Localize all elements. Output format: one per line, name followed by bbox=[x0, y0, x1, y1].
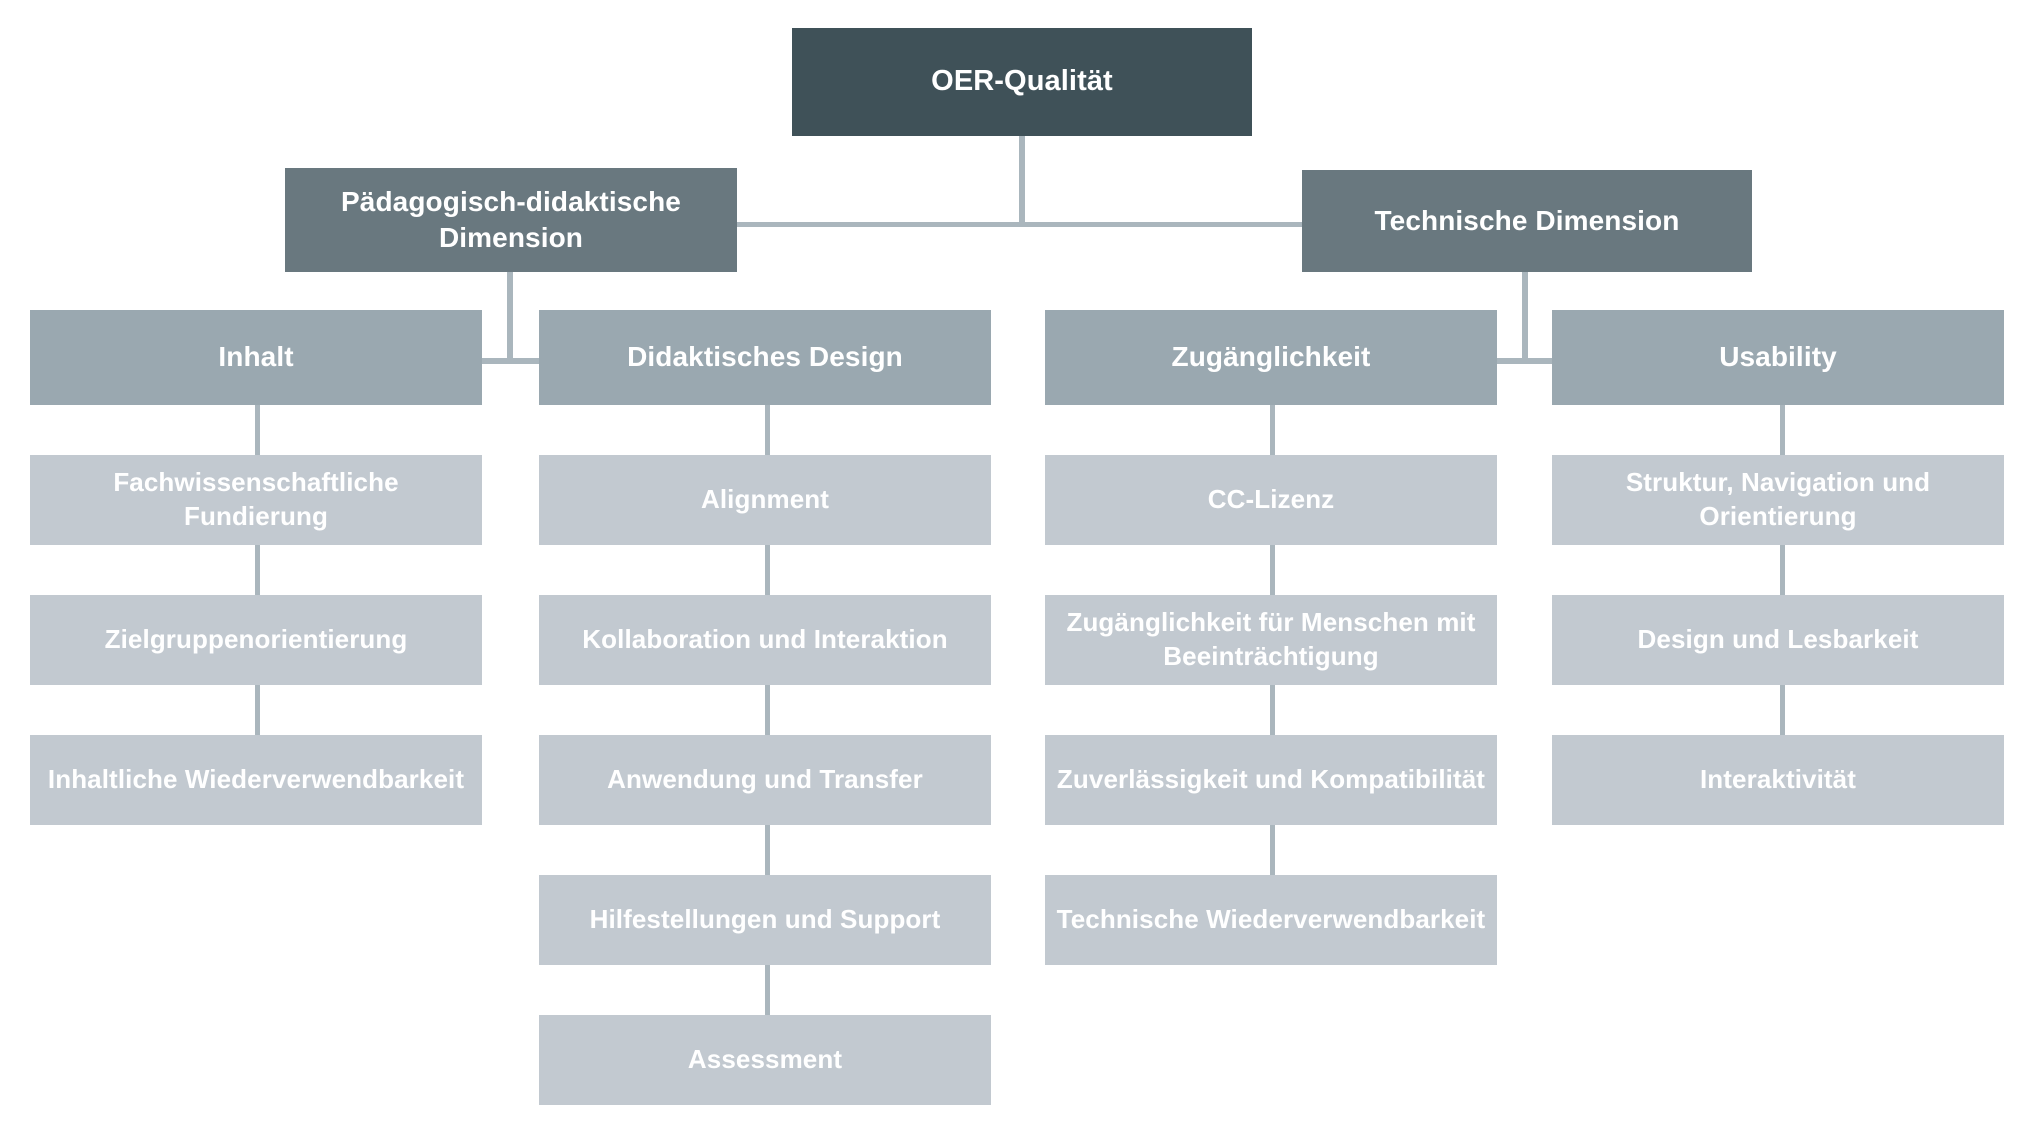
node-category-didaktisches-design[interactable]: Didaktisches Design bbox=[539, 310, 991, 405]
node-leaf-kollaboration-und-interaktion[interactable]: Kollaboration und Interaktion bbox=[539, 595, 991, 685]
node-category-zugaenglichkeit[interactable]: Zugänglichkeit bbox=[1045, 310, 1497, 405]
node-category-usability[interactable]: Usability bbox=[1552, 310, 2004, 405]
connector-col1-3 bbox=[255, 685, 260, 735]
connector-col2-2 bbox=[765, 545, 770, 595]
connector-col4-1 bbox=[1780, 405, 1785, 455]
connector-dim-right-bus bbox=[1270, 358, 1780, 364]
node-root-oer-qualitaet[interactable]: OER-Qualität bbox=[792, 28, 1252, 136]
node-leaf-struktur-navigation-orientierung[interactable]: Struktur, Navigation und Orientierung bbox=[1552, 455, 2004, 545]
node-leaf-cc-lizenz[interactable]: CC-Lizenz bbox=[1045, 455, 1497, 545]
node-leaf-anwendung-und-transfer[interactable]: Anwendung und Transfer bbox=[539, 735, 991, 825]
connector-col3-1 bbox=[1270, 405, 1275, 455]
connector-dimension-bus bbox=[735, 222, 1305, 227]
node-leaf-zielgruppenorientierung[interactable]: Zielgruppenorientierung bbox=[30, 595, 482, 685]
connector-root-stem bbox=[1019, 135, 1025, 225]
node-leaf-inhaltliche-wiederverwendbarkeit[interactable]: Inhaltliche Wiederverwendbarkeit bbox=[30, 735, 482, 825]
node-leaf-design-und-lesbarkeit[interactable]: Design und Lesbarkeit bbox=[1552, 595, 2004, 685]
connector-dim-left-bus bbox=[255, 358, 765, 364]
node-leaf-zuverlaessigkeit-und-kompatibilitaet[interactable]: Zuverlässigkeit und Kompatibilität bbox=[1045, 735, 1497, 825]
node-leaf-hilfestellungen-und-support[interactable]: Hilfestellungen und Support bbox=[539, 875, 991, 965]
connector-col1-1 bbox=[255, 405, 260, 455]
connector-dim-left-stem bbox=[507, 270, 513, 363]
node-leaf-zugaenglichkeit-beeintraechtigung[interactable]: Zugänglichkeit für Menschen mit Beeinträ… bbox=[1045, 595, 1497, 685]
connector-col2-5 bbox=[765, 965, 770, 1015]
connector-col1-2 bbox=[255, 545, 260, 595]
node-leaf-alignment[interactable]: Alignment bbox=[539, 455, 991, 545]
node-leaf-technische-wiederverwendbarkeit[interactable]: Technische Wiederverwendbarkeit bbox=[1045, 875, 1497, 965]
connector-col4-3 bbox=[1780, 685, 1785, 735]
node-category-inhalt[interactable]: Inhalt bbox=[30, 310, 482, 405]
node-leaf-assessment[interactable]: Assessment bbox=[539, 1015, 991, 1105]
connector-col3-2 bbox=[1270, 545, 1275, 595]
connector-col2-1 bbox=[765, 405, 770, 455]
connector-col3-4 bbox=[1270, 825, 1275, 875]
node-dimension-technisch[interactable]: Technische Dimension bbox=[1302, 170, 1752, 272]
connector-col2-3 bbox=[765, 685, 770, 735]
connector-col4-2 bbox=[1780, 545, 1785, 595]
connector-col2-4 bbox=[765, 825, 770, 875]
node-leaf-fachwissenschaftliche-fundierung[interactable]: Fachwissenschaftliche Fundierung bbox=[30, 455, 482, 545]
connector-dim-right-stem bbox=[1522, 272, 1528, 363]
connector-col3-3 bbox=[1270, 685, 1275, 735]
node-dimension-paedagogisch-didaktisch[interactable]: Pädagogisch-didaktische Dimension bbox=[285, 168, 737, 272]
node-leaf-interaktivitaet[interactable]: Interaktivität bbox=[1552, 735, 2004, 825]
